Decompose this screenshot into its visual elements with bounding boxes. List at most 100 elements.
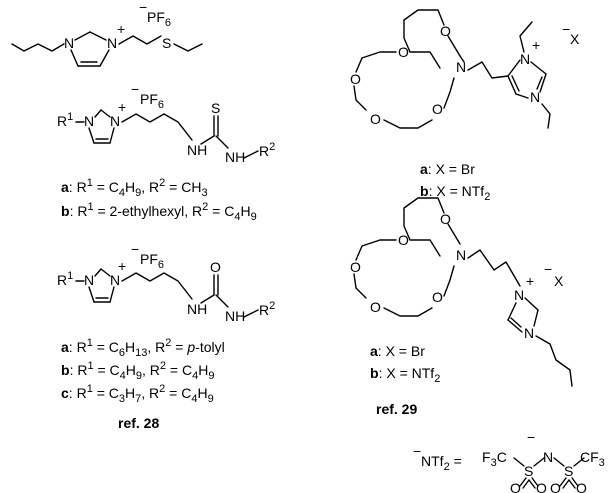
crown-o4: O — [370, 111, 381, 127]
nh-1: NH — [187, 301, 207, 317]
ring-n: N — [524, 325, 534, 341]
sulfur: S — [162, 35, 171, 51]
anion-minus: − — [131, 81, 139, 97]
compound-2a-label: a: R1 = C4H9, R2 = CH3 — [61, 177, 208, 199]
counterion-x: X — [570, 31, 580, 47]
so-bond — [562, 479, 570, 489]
bond — [89, 31, 107, 41]
butyl-chain — [11, 43, 65, 52]
bond — [109, 127, 115, 144]
crown-ring-upper — [403, 9, 445, 69]
nh-1: NH — [187, 142, 207, 158]
n-minus: − — [527, 429, 535, 445]
oxygen-2: O — [536, 480, 547, 493]
crown1-b-label: b: X = NTf2 — [420, 183, 490, 203]
ntf2-label: NTf2 = — [421, 453, 462, 473]
crown-ring-left-mid — [353, 85, 367, 111]
r1-label: R1 — [57, 270, 73, 288]
ethyl-linker — [118, 35, 162, 45]
ntf2-n: N — [543, 449, 553, 465]
ring-n3: N — [110, 272, 120, 288]
bond — [109, 286, 115, 303]
bond — [70, 49, 79, 67]
ring-charge: + — [118, 99, 126, 115]
crown-ring-left-top — [355, 239, 397, 261]
r2-label: R2 — [259, 141, 275, 159]
anion-minus: − — [131, 241, 139, 257]
bond — [553, 457, 565, 467]
bond — [100, 268, 111, 277]
bond — [459, 55, 465, 63]
ethyl-linker — [467, 61, 509, 79]
crown2-b-label: b: X = NTf2 — [370, 365, 440, 385]
ref-29-label: ref. 29 — [376, 401, 417, 417]
bond — [447, 35, 461, 57]
bond — [573, 457, 585, 467]
r1-label: R1 — [57, 111, 73, 129]
crown-o3: O — [350, 71, 361, 87]
bond — [533, 457, 545, 467]
propyl-linker — [467, 249, 521, 287]
bond — [243, 309, 259, 318]
so-bond — [568, 479, 576, 489]
ring-n-plus: N — [520, 51, 530, 67]
nh-2: NH — [225, 149, 245, 165]
bond — [215, 294, 229, 308]
crown-o3: O — [350, 259, 361, 275]
ntf2-minus: − — [413, 443, 421, 459]
bond — [515, 93, 529, 99]
bond — [447, 223, 461, 245]
compound-3c-label: c: R1 = C3H7, R2 = C4H9 — [61, 383, 214, 405]
anion-pf6: PF6 — [140, 91, 164, 111]
so-bond — [528, 479, 536, 489]
crown-ring-bottom — [383, 307, 433, 317]
crown-o5: O — [432, 101, 443, 117]
crown-ether-imidazolium-1: O O O O O N N + N − X a: X = Br b: X = N… — [350, 9, 580, 203]
bond — [88, 127, 95, 144]
f3c-group: F3C — [482, 449, 507, 469]
bond — [74, 31, 91, 41]
so-bond — [519, 477, 527, 487]
propyl-linker — [121, 113, 193, 141]
bond — [200, 135, 215, 145]
crown-ring-right — [443, 265, 455, 297]
bond — [507, 302, 517, 321]
ethyl-n3 — [541, 103, 551, 129]
counterion-minus: − — [562, 21, 570, 37]
crown-ring-bottom — [383, 119, 433, 129]
bond — [507, 75, 517, 95]
anion-pf6: PF6 — [147, 9, 171, 29]
sulfur-2: S — [564, 463, 573, 479]
oxygen-1: O — [510, 480, 521, 493]
compound-2b-label: b: R1 = 2-ethylhexyl, R2 = C4H9 — [61, 201, 257, 223]
crown-ring-left-top — [355, 51, 397, 73]
ethyl-chain — [173, 43, 203, 52]
bond — [530, 61, 547, 75]
ntf2-definition: − NTf2 = F3C S − N S CF3 O O O O — [413, 429, 605, 493]
bond — [524, 297, 539, 311]
bond — [94, 109, 102, 118]
sulfur-1: S — [524, 463, 533, 479]
compound-1-imidazolium-thioether: − PF6 N N + S — [11, 0, 203, 67]
bond — [88, 286, 95, 303]
ring-n1: N — [84, 113, 94, 129]
bond — [533, 309, 539, 327]
ring-charge: + — [526, 273, 534, 289]
ring-n3: N — [110, 113, 120, 129]
thiourea-s: S — [211, 100, 220, 116]
crown-ring-right — [443, 77, 455, 109]
crown-ether-imidazolium-2: O O O O O N N + N − X a: X = Br b: X = N… — [350, 197, 573, 417]
bond — [513, 457, 525, 467]
oxygen-3: O — [550, 480, 561, 493]
crown2-a-label: a: X = Br — [370, 343, 425, 359]
bond — [94, 268, 102, 277]
counterion-minus: − — [544, 261, 552, 277]
ethyl-n1 — [519, 21, 533, 53]
ring-charge: + — [118, 258, 126, 274]
ring-n1: N — [84, 272, 94, 288]
anion-minus: − — [139, 0, 147, 15]
bond — [539, 73, 547, 93]
crown-n: N — [456, 59, 466, 75]
so-bond — [571, 477, 579, 487]
